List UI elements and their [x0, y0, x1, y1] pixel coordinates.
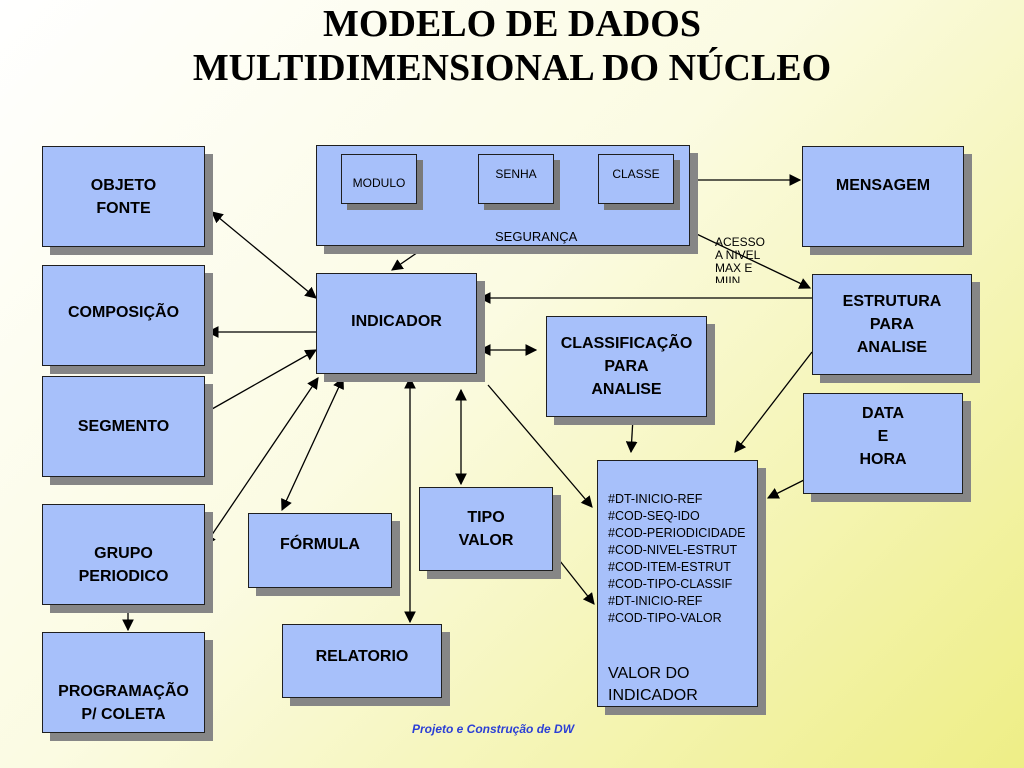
link-classificacao-valor [625, 417, 638, 454]
grupo-periodico-line-2: PERIODICO [78, 567, 169, 585]
formula-label: FÓRMULA [280, 536, 360, 553]
estrutura-line-2: PARA [869, 316, 915, 333]
classe-box: CLASSE [598, 154, 674, 204]
field-item: #COD-SEQ-IDO [608, 509, 700, 523]
formula-box: FÓRMULA [248, 513, 392, 588]
objeto-fonte-box: OBJETO FONTE [42, 146, 205, 247]
classificacao-line-2: PARA [604, 358, 649, 375]
link-indicador-formula [281, 376, 344, 512]
indicador-box: INDICADOR [316, 273, 477, 374]
tipo-valor-line-2: VALOR [458, 532, 514, 549]
estrutura-line-1: ESTRUTURA [842, 293, 942, 310]
senha-box: SENHA [478, 154, 554, 204]
data-hora-line-1: DATA [861, 405, 905, 422]
modulo-box: MODULO [341, 154, 417, 204]
classe-label: CLASSE [612, 167, 660, 181]
acesso-line-2: A NIVEL [715, 248, 761, 262]
relatorio-label: RELATORIO [315, 647, 409, 665]
indicador-label: INDICADOR [351, 313, 442, 330]
link-estrutura-valor [734, 351, 813, 453]
estrutura-box: ESTRUTURA PARA ANALISE [812, 274, 972, 375]
programacao-box: PROGRAMAÇÃO P/ COLETA [42, 632, 205, 733]
acesso-note: ACESSO A NIVEL MAX E MIIN [715, 235, 766, 284]
data-hora-line-3: HORA [859, 451, 907, 468]
segmento-box: SEGMENTO [42, 376, 205, 477]
composicao-label: COMPOSIÇÃO [67, 304, 180, 321]
acesso-line-4: MIIN [715, 275, 741, 283]
grupo-periodico-line-1: GRUPO [94, 544, 153, 562]
mensagem-label: MENSAGEM [835, 177, 931, 194]
classificacao-box: CLASSIFICAÇÃO PARA ANALISE [546, 316, 707, 417]
senha-label: SENHA [495, 167, 537, 181]
segmento-label: SEGMENTO [77, 418, 170, 435]
link-indicador-valor [487, 384, 593, 508]
mensagem-box: MENSAGEM [802, 146, 964, 247]
seguranca-label: SEGURANÇA [495, 229, 578, 244]
data-hora-box: DATA E HORA [803, 393, 963, 494]
valor-indicador-line-1: VALOR DO [608, 665, 690, 682]
estrutura-line-3: ANALISE [856, 339, 928, 356]
valor-indicador-fields: #DT-INICIO-REF #COD-SEQ-IDO #COD-PERIODI… [598, 461, 757, 706]
field-item: #COD-NIVEL-ESTRUT [608, 543, 738, 557]
grupo-periodico-box: GRUPO PERIODICO [42, 504, 205, 605]
relatorio-box: RELATORIO [282, 624, 442, 698]
objeto-fonte-line-2: FONTE [96, 199, 151, 217]
acesso-line-1: ACESSO [715, 235, 766, 249]
classificacao-line-3: ANALISE [591, 381, 662, 398]
field-item: #COD-ITEM-ESTRUT [608, 560, 731, 574]
data-hora-line-2: E [877, 428, 889, 445]
valor-indicador-line-2: INDICADOR [608, 687, 698, 704]
valor-indicador-box: #DT-INICIO-REF #COD-SEQ-IDO #COD-PERIODI… [597, 460, 758, 707]
link-objeto-indicador [211, 211, 317, 299]
modulo-label: MODULO [352, 176, 406, 190]
valor-indicador-label: VALOR DO INDICADOR [608, 663, 698, 707]
classificacao-line-1: CLASSIFICAÇÃO [560, 335, 693, 352]
field-item: #DT-INICIO-REF [608, 492, 703, 506]
link-tipo-valor [555, 555, 595, 605]
programacao-line-2: P/ COLETA [81, 705, 166, 723]
tipo-valor-line-1: TIPO [467, 509, 505, 526]
field-item: #COD-TIPO-CLASSIF [608, 577, 733, 591]
acesso-line-3: MAX E [715, 261, 753, 275]
field-item: #COD-TIPO-VALOR [608, 611, 722, 625]
link-segmento-indicador [204, 349, 318, 414]
title-line-2: MULTIDIMENSIONAL DO NÚCLEO [192, 47, 832, 89]
page-title: MODELO DE DADOS MULTIDIMENSIONAL DO NÚCL… [0, 2, 1024, 90]
field-item: #COD-PERIODICIDADE [608, 526, 746, 540]
title-line-1: MODELO DE DADOS [323, 3, 701, 45]
objeto-fonte-line-1: OBJETO [90, 176, 157, 194]
composicao-box: COMPOSIÇÃO [42, 265, 205, 366]
programacao-line-1: PROGRAMAÇÃO [58, 682, 189, 700]
tipo-valor-box: TIPO VALOR [419, 487, 553, 571]
footer-text: Projeto e Construção de DW [412, 722, 575, 736]
field-item: #DT-INICIO-REF [608, 594, 703, 608]
